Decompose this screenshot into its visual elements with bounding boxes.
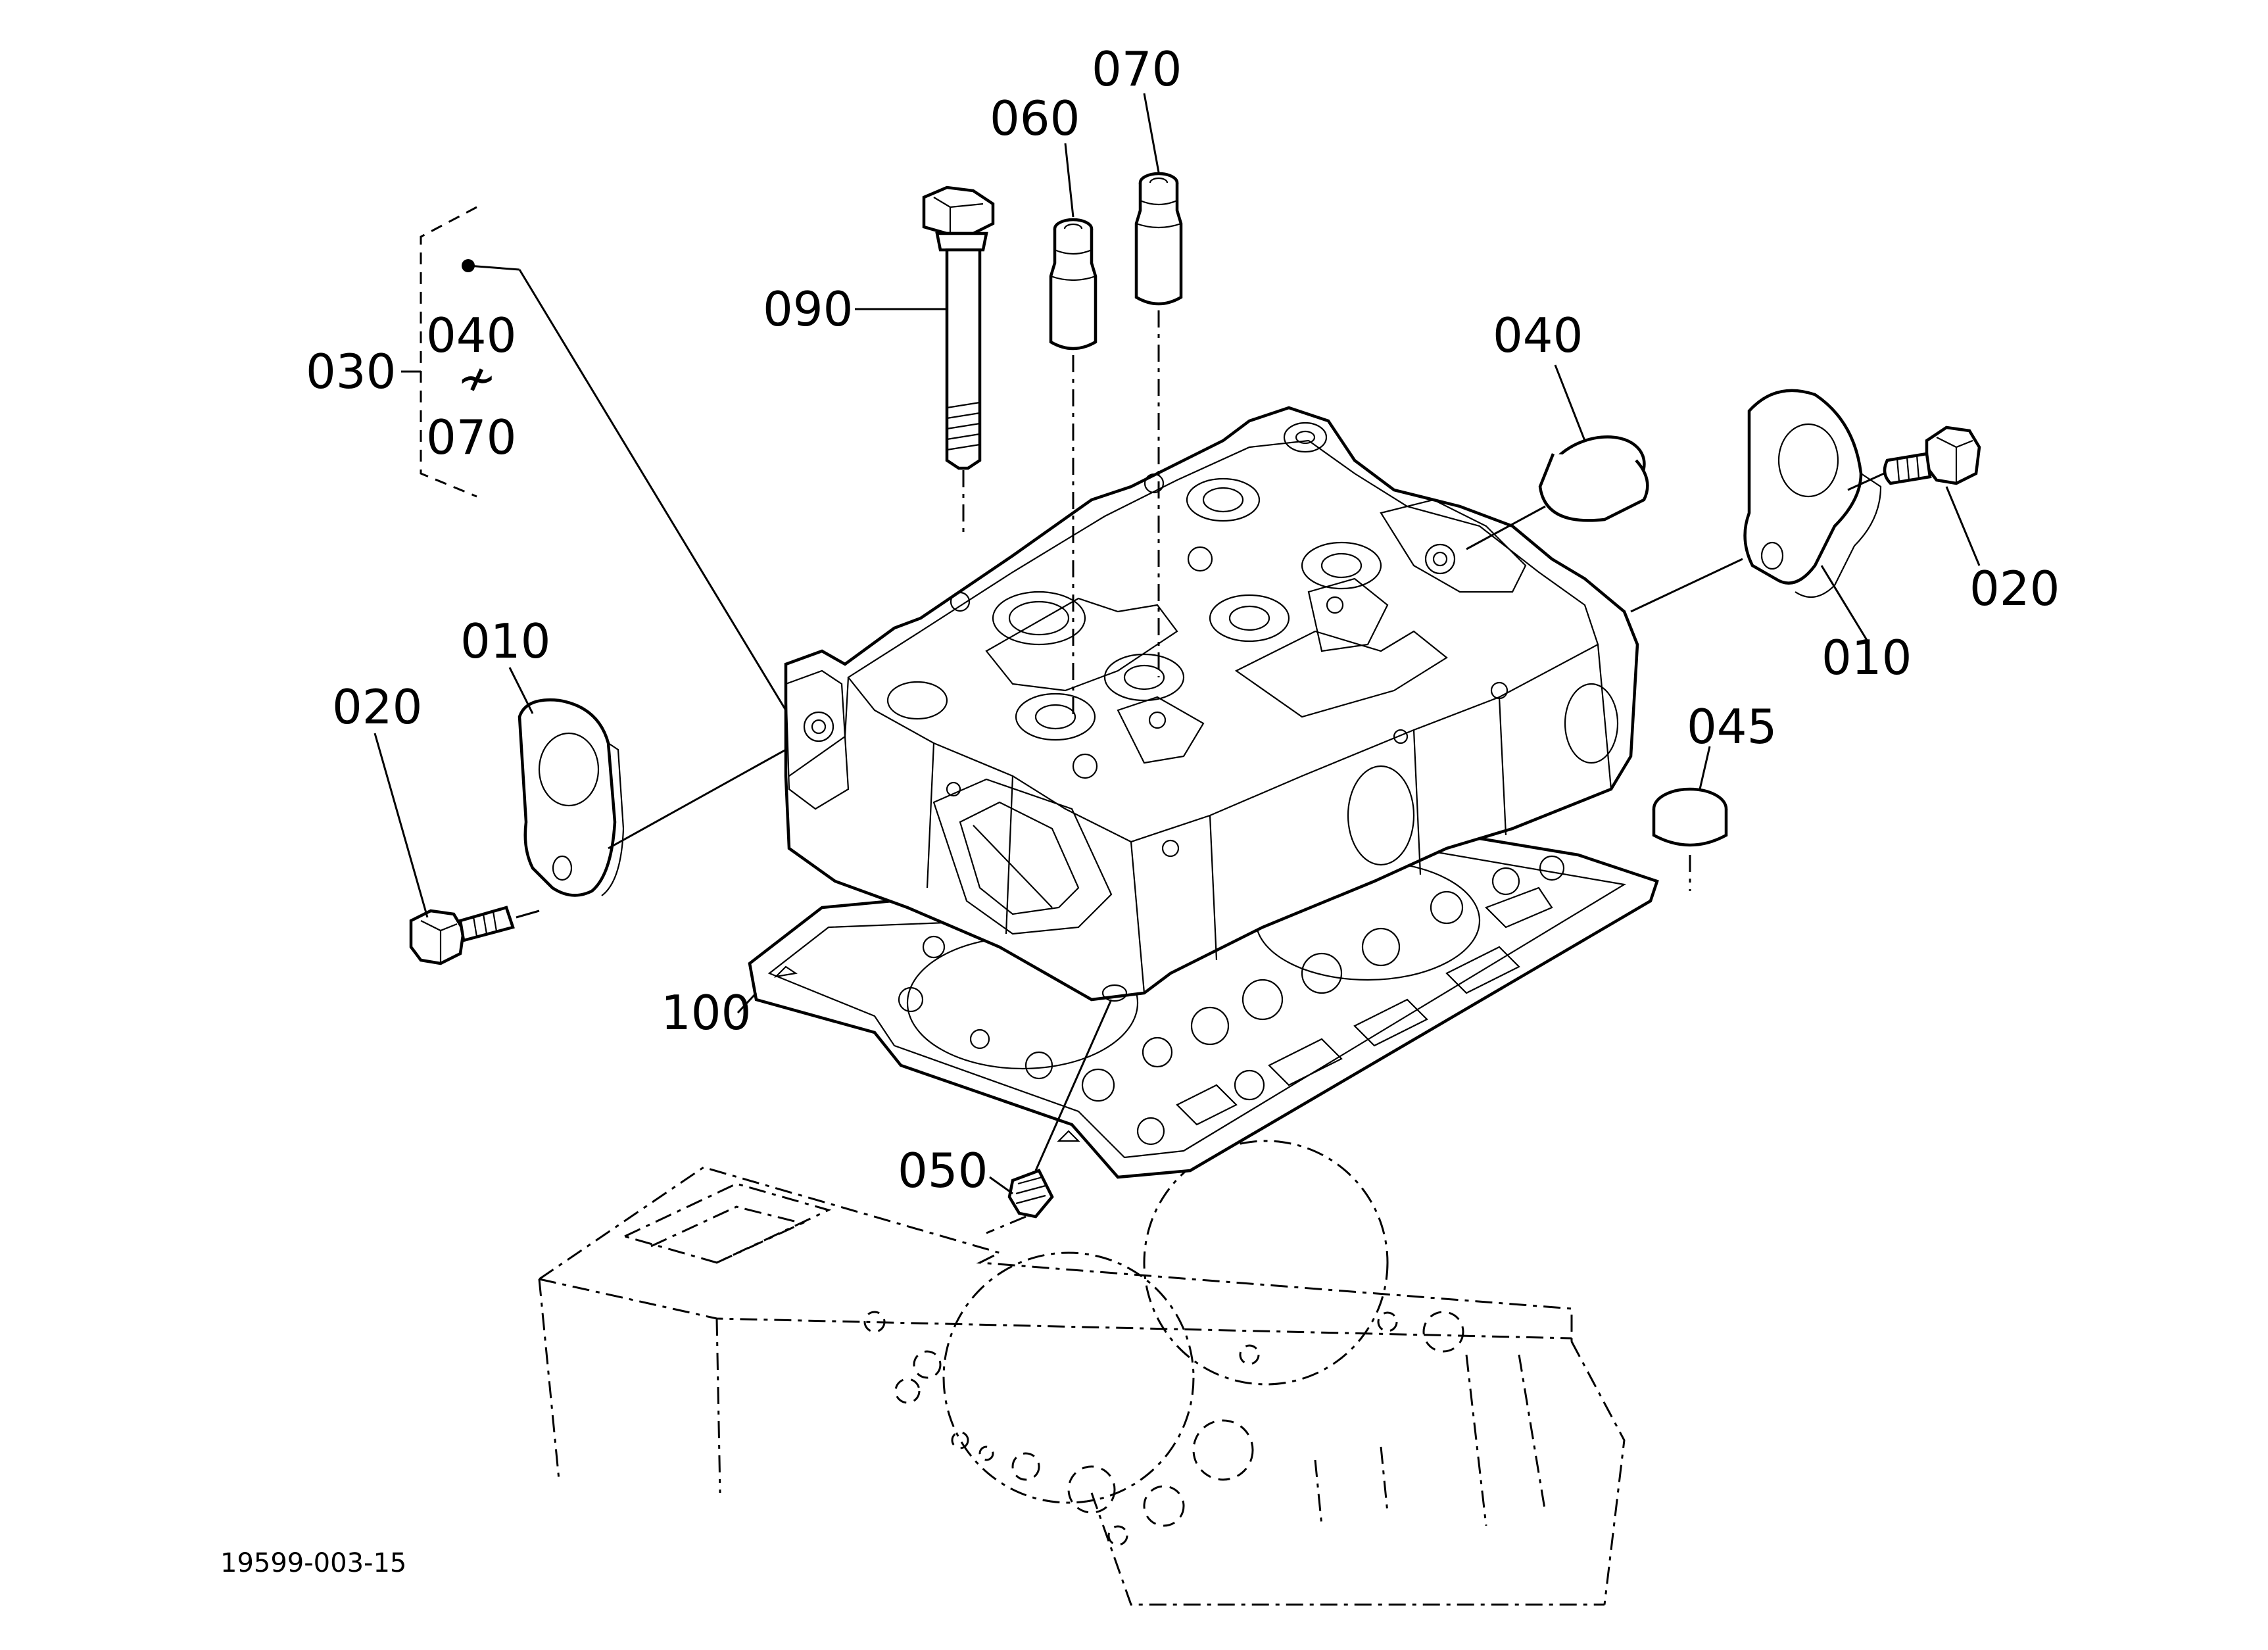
range-symbol: ≁ — [457, 351, 496, 406]
plug-040 — [1466, 435, 1649, 550]
head-bolt-090 — [922, 185, 995, 533]
bolt-020-right — [1847, 425, 1981, 491]
engine-block — [538, 1140, 1626, 1606]
bracket-010-right — [1630, 389, 1882, 613]
bracket-010-left — [518, 698, 786, 897]
label-010-right: 010 — [1822, 630, 1912, 685]
label-060: 060 — [990, 91, 1080, 146]
cylinder-head — [784, 406, 1639, 1002]
label-010-left: 010 — [460, 614, 550, 669]
label-045: 045 — [1687, 699, 1777, 754]
valve-guide-070 — [1134, 172, 1183, 677]
label-090: 090 — [763, 281, 853, 337]
label-050: 050 — [898, 1143, 988, 1198]
bolt-020-left — [409, 906, 540, 965]
label-040: 040 — [1493, 308, 1583, 363]
valve-guide-060 — [1049, 218, 1098, 717]
label-040-range: 040 — [426, 308, 516, 363]
label-030: 030 — [306, 344, 396, 399]
drawing-number: 19599-003-15 — [220, 1548, 406, 1578]
plug-050 — [986, 984, 1128, 1234]
plug-045 — [1652, 787, 1728, 891]
leader-lines — [374, 93, 1981, 1195]
assembly-030-bracket — [401, 206, 787, 711]
label-070-range: 070 — [426, 410, 516, 465]
label-070: 070 — [1092, 41, 1182, 97]
label-020-left: 020 — [332, 679, 422, 735]
label-100: 100 — [661, 985, 751, 1040]
part-labels: 030 040 ≁ 070 090 060 070 040 010 020 01… — [306, 41, 2060, 1198]
label-020-right: 020 — [1969, 561, 2060, 616]
